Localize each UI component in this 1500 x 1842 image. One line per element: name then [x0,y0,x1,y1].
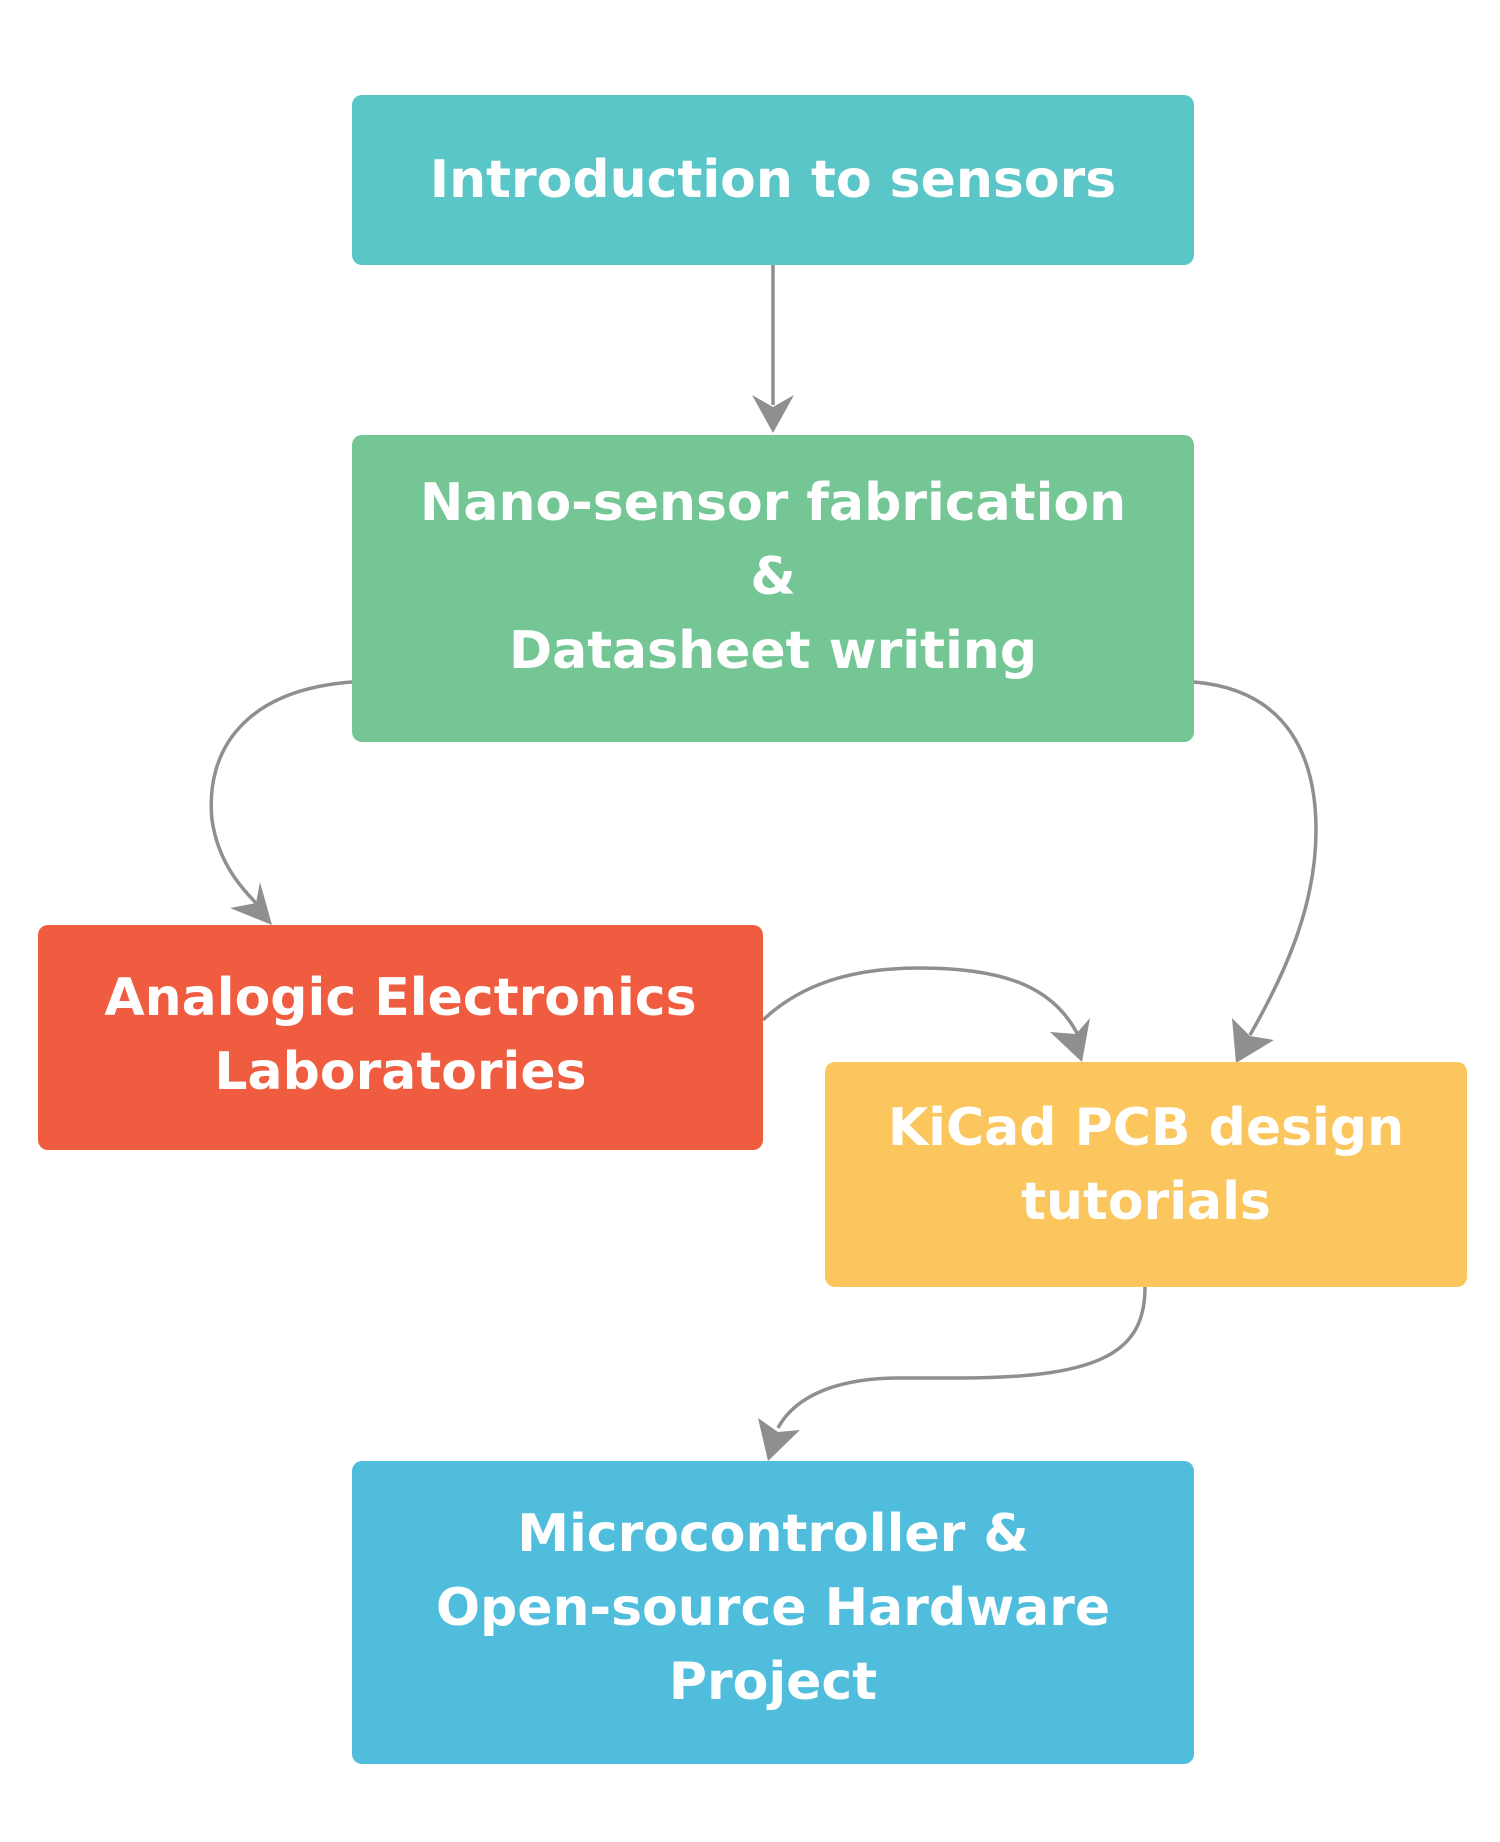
edge-intro-to-nano-arrowhead [752,395,794,433]
edge-nano-to-analogic-arrowhead [230,882,272,925]
node-intro-line-1: Introduction to sensors [429,150,1117,210]
edge-nano-to-analogic [209,680,353,907]
node-nano-sensor-fabrication: Nano-sensor fabrication & Datasheet writ… [352,435,1194,742]
edge-nano-to-kicad-arrowhead [1232,1018,1274,1063]
node-micro-line-2: Open-source Hardware [435,1577,1111,1638]
node-analogic-line-1: Analogic Electronics [104,967,697,1028]
node-nano-line-1: Nano-sensor fabrication [419,472,1127,533]
node-kicad-pcb-design-tutorials: KiCad PCB design tutorials [825,1062,1467,1287]
node-nano-line-3: Datasheet writing [508,620,1038,681]
node-analogic-electronics-laboratories: Analogic Electronics Laboratories [38,925,763,1150]
edge-nano-to-kicad [1193,680,1318,1036]
node-kicad-line-2: tutorials [1021,1171,1271,1232]
edge-kicad-to-micro [776,1286,1147,1429]
node-kicad-line-1: KiCad PCB design [887,1097,1405,1158]
node-analogic-line-2: Laboratories [214,1041,587,1102]
node-micro-line-1: Microcontroller & [517,1503,1029,1564]
node-introduction-to-sensors: Introduction to sensors [352,95,1194,265]
edge-analogic-to-kicad [761,966,1080,1036]
edge-analogic-to-kicad-arrowhead [1050,1018,1090,1062]
node-nano-line-2: & [750,546,796,607]
node-microcontroller-hardware-project: Microcontroller & Open-source Hardware P… [352,1461,1194,1764]
node-micro-line-3: Project [668,1651,878,1712]
edge-kicad-to-micro-arrowhead [758,1418,800,1461]
